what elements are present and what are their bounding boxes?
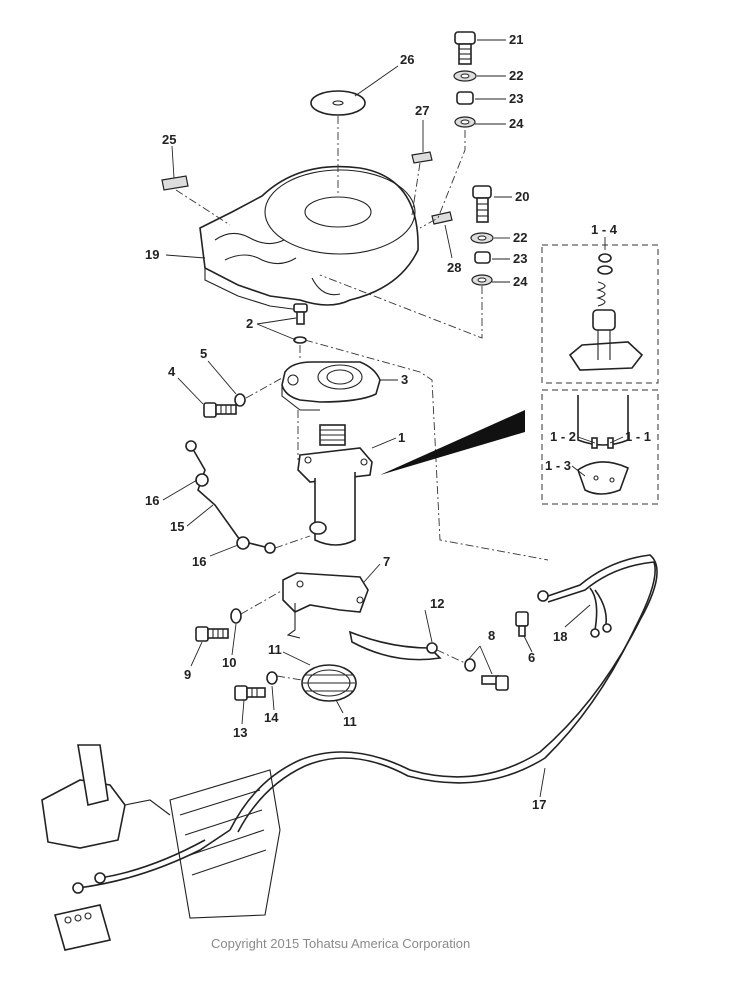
- callout-24: 24: [509, 116, 524, 131]
- washer-8: [464, 658, 476, 672]
- callout-16b: 16: [192, 554, 206, 569]
- callout-23: 23: [509, 91, 523, 106]
- detail-box-1-1: [541, 389, 659, 505]
- callout-22b: 22: [513, 230, 527, 245]
- callout-3: 3: [401, 372, 408, 387]
- label-plate-25: [161, 175, 189, 191]
- battery: [53, 904, 112, 951]
- callout-1-1: 1 - 1: [625, 429, 651, 444]
- callout-8: 8: [488, 628, 495, 643]
- callout-6: 6: [528, 650, 535, 665]
- callout-4: 4: [168, 364, 176, 379]
- terminal-6: [515, 611, 529, 637]
- washer-24-lower: [471, 274, 493, 286]
- callout-2: 2: [246, 316, 253, 331]
- callout-7: 7: [383, 554, 390, 569]
- bolt-9: [195, 626, 229, 642]
- detail-pointer: [380, 410, 525, 475]
- callout-22: 22: [509, 68, 523, 83]
- bolt-21: [454, 31, 476, 65]
- washer-5: [234, 393, 246, 407]
- callout-24b: 24: [513, 274, 528, 289]
- callout-23b: 23: [513, 251, 527, 266]
- washer-10: [230, 608, 242, 624]
- callout-26: 26: [400, 52, 414, 67]
- band-12: [348, 630, 442, 661]
- callout-1-3: 1 - 3: [545, 458, 571, 473]
- callout-numbers: 21 26 22 23 27 24 25 20 1 - 4 22 19 23 2…: [145, 32, 651, 812]
- callout-13: 13: [233, 725, 247, 740]
- callout-11: 11: [268, 642, 282, 657]
- remote-control-box: [41, 744, 281, 919]
- callout-15: 15: [170, 519, 184, 534]
- washer-22-top: [453, 70, 477, 82]
- decal-26: [310, 90, 366, 116]
- callout-1-2: 1 - 2: [550, 429, 576, 444]
- washer-22-lower: [470, 232, 494, 244]
- callout-9: 9: [184, 667, 191, 682]
- callout-14: 14: [264, 710, 279, 725]
- callout-19: 19: [145, 247, 159, 262]
- callout-28: 28: [447, 260, 461, 275]
- bolt-8: [481, 675, 509, 691]
- bushing-23-lower: [474, 251, 491, 264]
- callout-27: 27: [415, 103, 429, 118]
- callout-16: 16: [145, 493, 159, 508]
- bolt-2: [293, 303, 308, 325]
- label-plate-28: [431, 211, 453, 225]
- callout-1-4: 1 - 4: [591, 222, 618, 237]
- callout-10: 10: [222, 655, 236, 670]
- label-plate-27: [411, 151, 433, 164]
- starter-motor: [297, 424, 373, 546]
- washer-24-top: [454, 116, 476, 128]
- starter-bracket-3: [281, 361, 381, 411]
- callout-1: 1: [398, 430, 405, 445]
- ground-cable-15: [185, 440, 276, 554]
- wire-harness-17: [229, 554, 658, 833]
- starter-band-7: [282, 572, 369, 639]
- callout-21: 21: [509, 32, 523, 47]
- cushion-11: [301, 664, 357, 702]
- callout-25: 25: [162, 132, 176, 147]
- copyright-text: Copyright 2015 Tohatsu America Corporati…: [211, 936, 470, 951]
- bushing-23-top: [456, 91, 474, 105]
- callout-11b: 11: [343, 714, 357, 729]
- leader-lines: [162, 39, 624, 798]
- callout-20: 20: [515, 189, 529, 204]
- flywheel-cover: [199, 165, 419, 311]
- washer-14: [266, 671, 278, 685]
- bolt-4: [203, 402, 237, 418]
- bolt-20: [472, 185, 492, 223]
- callout-17: 17: [532, 797, 546, 812]
- bolt-13: [234, 685, 266, 701]
- callout-18: 18: [553, 629, 567, 644]
- callout-12: 12: [430, 596, 444, 611]
- callout-5: 5: [200, 346, 207, 361]
- detail-box-1-4: [541, 244, 659, 384]
